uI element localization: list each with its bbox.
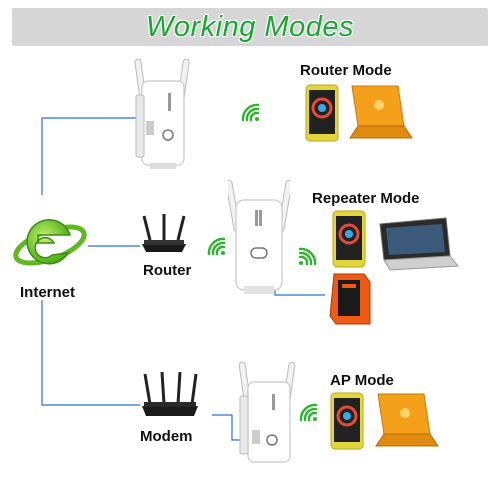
smartphone-icon — [330, 392, 364, 450]
range-extender-icon — [228, 179, 290, 294]
wire-internet-to-router-mode — [41, 117, 140, 195]
wifi-signal-icon — [241, 103, 260, 122]
laptop-icon — [349, 85, 413, 139]
internet-label: Internet — [20, 284, 76, 301]
laptop-icon — [375, 393, 439, 447]
router-device-icon — [142, 214, 186, 252]
internet-globe-icon — [13, 219, 87, 266]
page-title: Working Modes — [146, 10, 354, 43]
router-label: Router — [143, 262, 192, 279]
wifi-signal-icon — [207, 237, 226, 256]
wire-internet-to-modem — [41, 300, 140, 406]
range-extender-icon — [238, 361, 296, 463]
title-banner: Working Modes — [12, 8, 488, 46]
desktop-pc-icon — [329, 273, 371, 325]
repeater-mode-label: Repeater Mode — [312, 190, 420, 207]
smartphone-icon — [305, 84, 339, 142]
modem-label: Modem — [140, 428, 193, 445]
wifi-signal-icon — [299, 403, 318, 422]
modem-device-icon — [142, 372, 198, 416]
smartphone-icon — [332, 210, 366, 268]
range-extender-icon — [134, 58, 190, 169]
router-mode-label: Router Mode — [300, 62, 392, 79]
ap-mode-label: AP Mode — [330, 372, 394, 389]
tablet-laptop-icon — [379, 217, 459, 271]
wifi-signal-icon — [298, 247, 317, 266]
